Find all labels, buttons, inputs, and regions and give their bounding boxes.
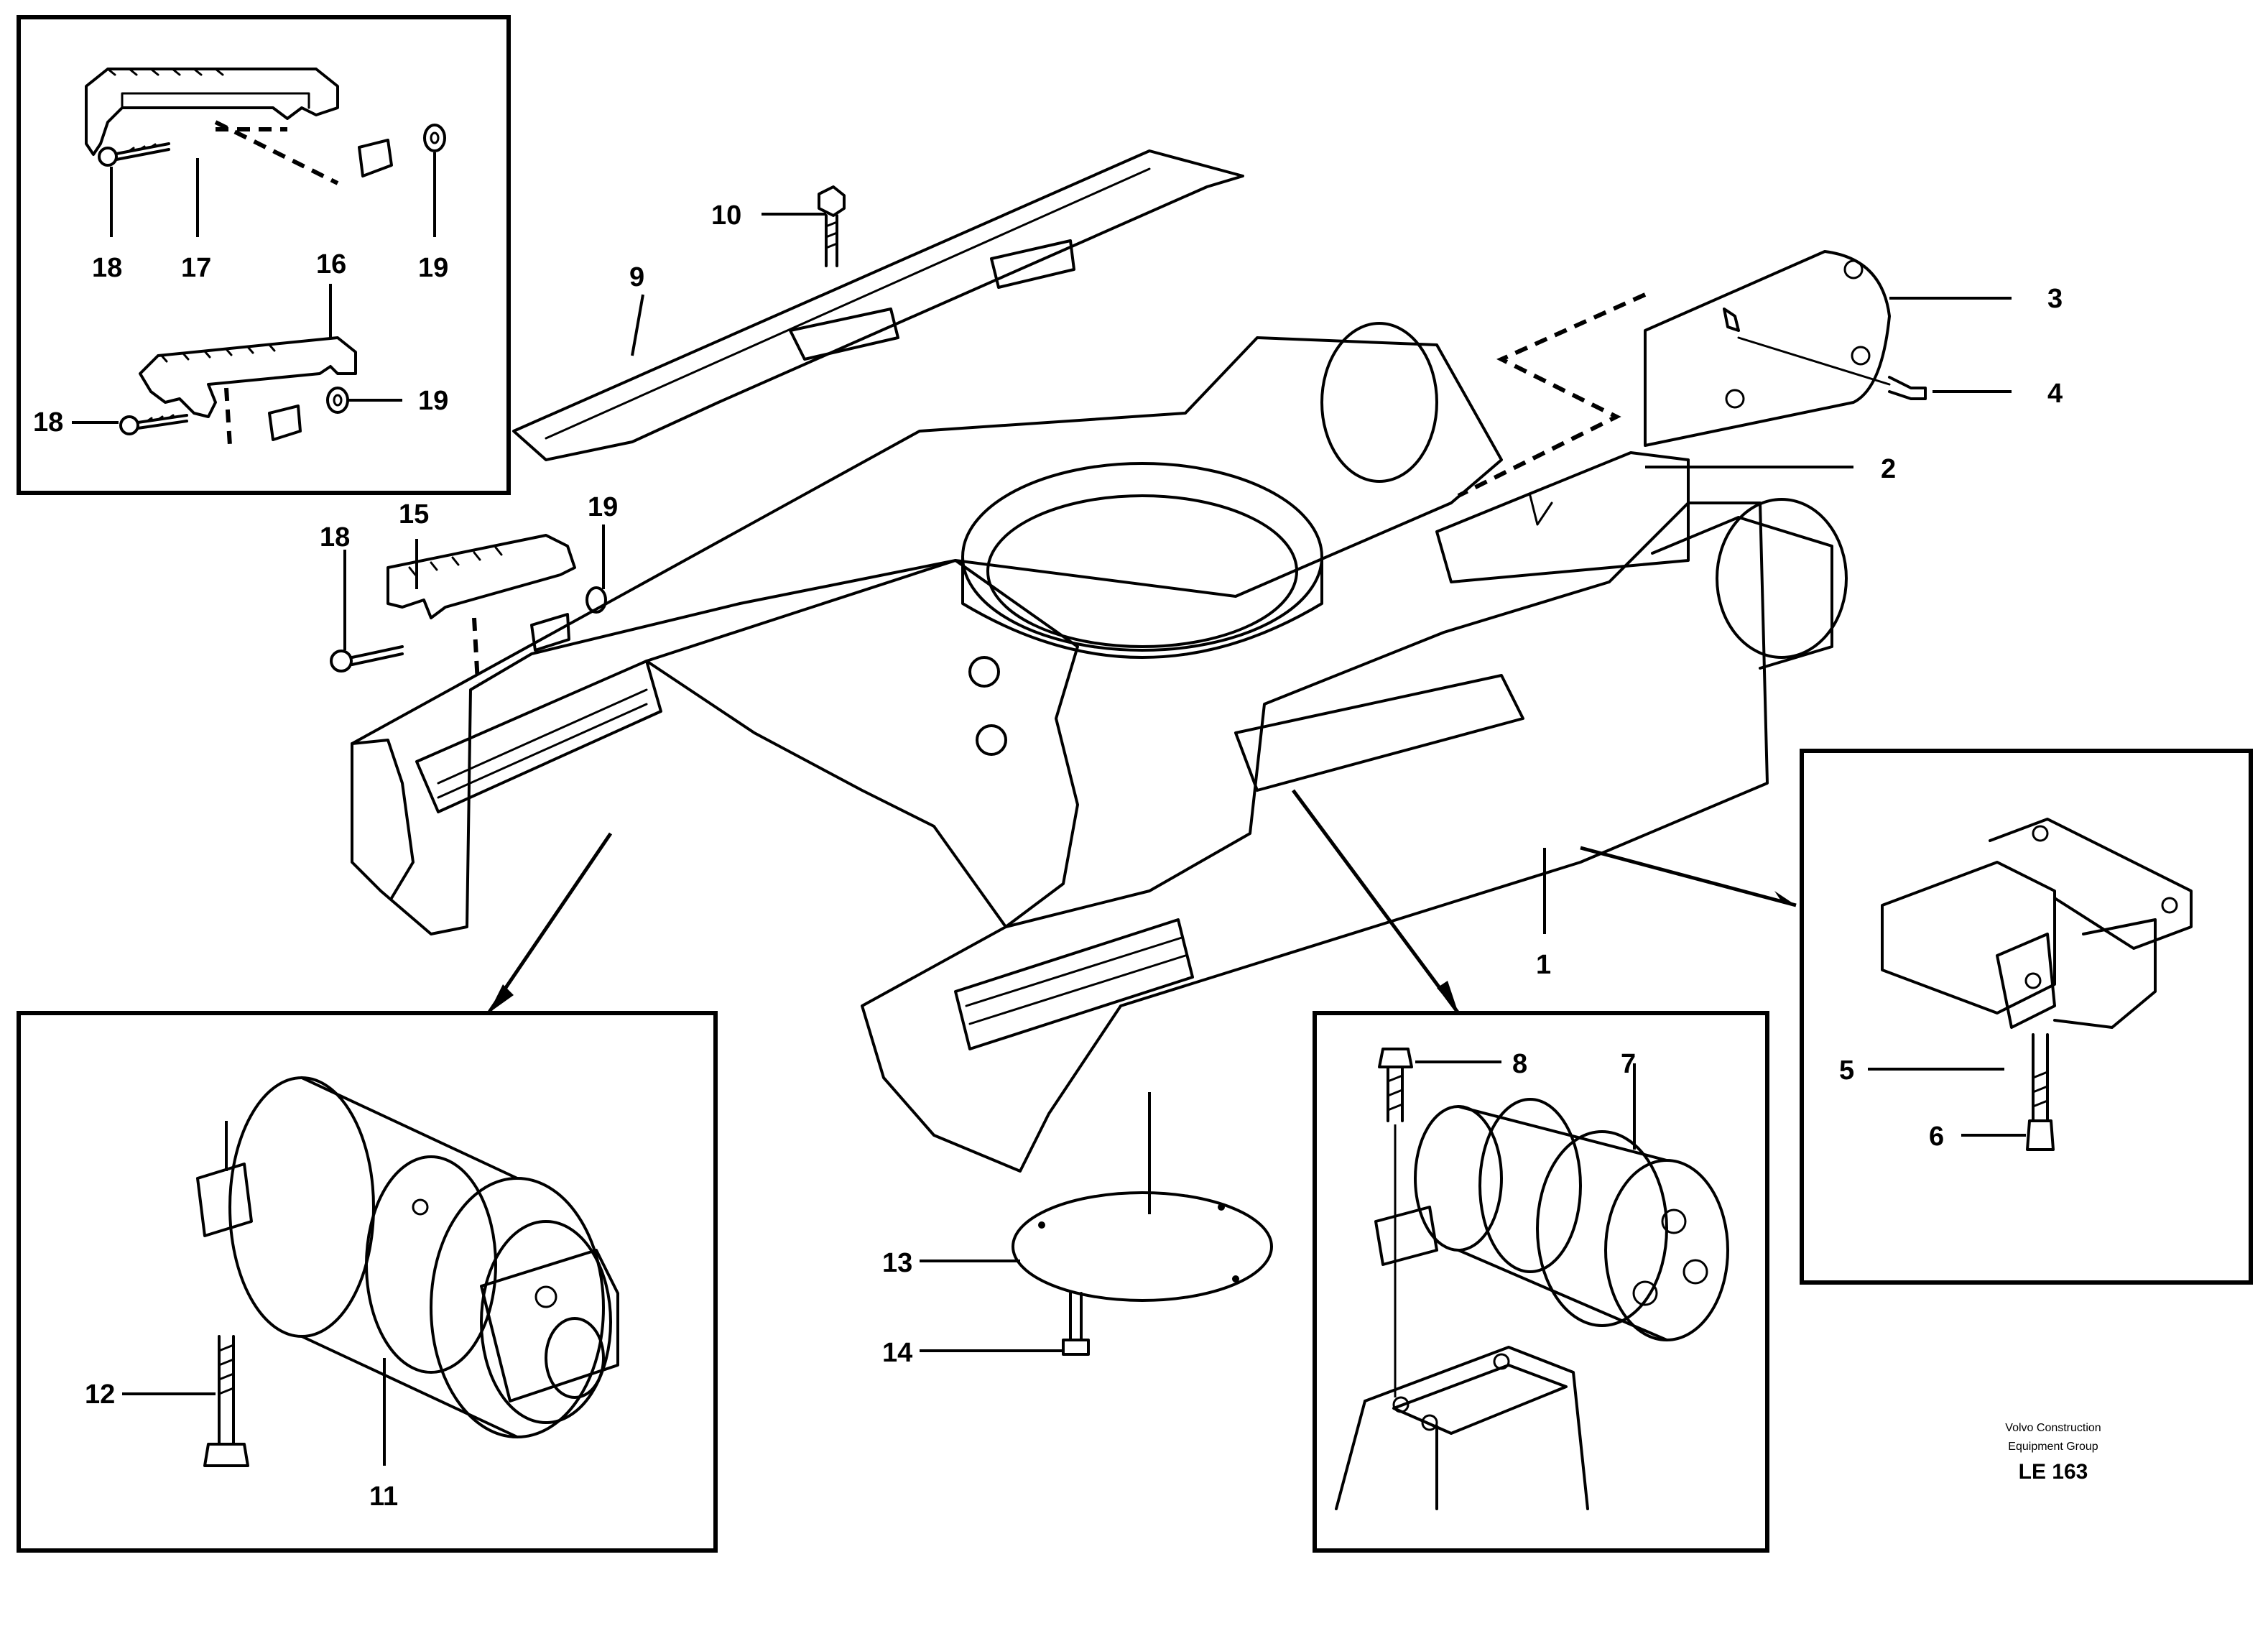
track-roller-11 — [196, 1076, 619, 1438]
label-1: 1 — [1536, 950, 1551, 980]
label-3: 3 — [2047, 284, 2063, 314]
label-9: 9 — [629, 262, 644, 292]
track-guard-15 — [387, 534, 576, 619]
bolt-10 — [818, 185, 846, 267]
bolt-18-upper — [98, 142, 170, 167]
undercarriage-frame — [351, 322, 1848, 1173]
plate-2 — [1435, 451, 1690, 583]
washer-19-main — [530, 586, 607, 652]
label-13: 13 — [882, 1248, 912, 1278]
washer-19-lower — [268, 387, 349, 441]
inset-bottom-left: 12 11 — [17, 1011, 718, 1553]
inset-top-left: 18 17 19 16 18 19 — [17, 15, 511, 495]
label-16: 16 — [316, 249, 346, 279]
label-10: 10 — [711, 200, 741, 231]
company-line-1: Volvo Construction — [2005, 1422, 2101, 1434]
washer-19-upper — [358, 124, 446, 177]
label-18a: 18 — [92, 253, 122, 283]
label-17: 17 — [181, 253, 211, 283]
slewing-ring-mount — [961, 462, 1323, 659]
inset-right: 5 6 — [1800, 749, 2253, 1285]
publisher-caption: Volvo Construction Equipment Group LE 16… — [2005, 1422, 2101, 1484]
label-18c: 18 — [320, 522, 350, 553]
track-guard-upper — [85, 68, 339, 156]
label-7: 7 — [1621, 1049, 1636, 1079]
bolt-12 — [203, 1335, 249, 1467]
bolt-14 — [1062, 1292, 1090, 1356]
drawing-code: LE 163 — [2019, 1460, 2088, 1484]
label-11: 11 — [369, 1482, 398, 1512]
label-18b: 18 — [33, 407, 63, 438]
track-roller-7 — [1374, 1098, 1729, 1341]
label-19a: 19 — [418, 253, 448, 283]
label-12: 12 — [85, 1379, 115, 1410]
label-19b: 19 — [418, 386, 448, 416]
cover-disc-13 — [1012, 1191, 1273, 1302]
label-4: 4 — [2047, 379, 2063, 409]
label-6: 6 — [1929, 1122, 1944, 1152]
label-19c: 19 — [588, 492, 618, 522]
cover-plate-3 — [1644, 250, 1891, 447]
roller-bracket — [1335, 1346, 1589, 1510]
bolt-6 — [2026, 1033, 2055, 1151]
cover-plate-9 — [512, 149, 1244, 461]
label-8: 8 — [1512, 1049, 1527, 1079]
label-2: 2 — [1881, 454, 1896, 484]
bolt-8 — [1378, 1048, 1413, 1122]
label-15: 15 — [399, 499, 429, 530]
bolt-4 — [1737, 336, 1927, 400]
support-bracket-5 — [1881, 818, 2193, 1029]
bolt-18-main — [330, 645, 404, 673]
inset-bottom-centre: 8 7 — [1313, 1011, 1769, 1553]
label-14: 14 — [882, 1338, 912, 1368]
track-guard-lower — [139, 336, 357, 418]
label-5: 5 — [1839, 1055, 1854, 1086]
bolt-18-lower — [119, 414, 188, 435]
company-line-2: Equipment Group — [2008, 1441, 2098, 1453]
